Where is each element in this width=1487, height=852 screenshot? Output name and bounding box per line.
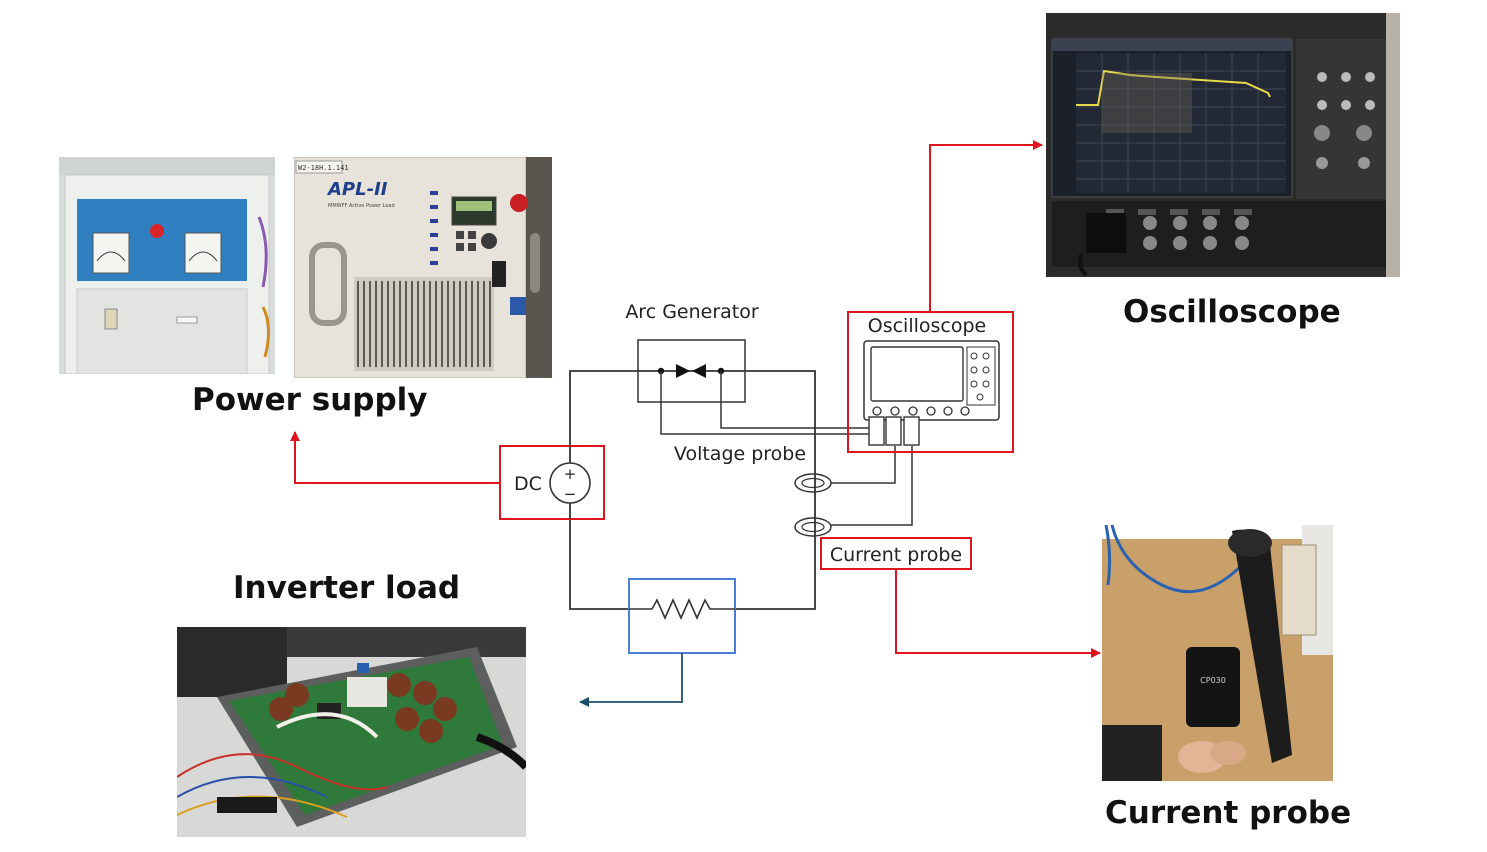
oscilloscope-photo: [1046, 13, 1400, 277]
voltage-probe-label: Voltage probe: [674, 443, 806, 465]
power-supply-caption: Power supply: [192, 382, 428, 418]
voltage-probe-leads: [660, 371, 876, 435]
power-supply-arrow: [290, 431, 500, 484]
oscilloscope-caption: Oscilloscope: [1123, 294, 1341, 330]
arc-generator-label: Arc Generator: [625, 301, 759, 323]
arc-generator-box: [637, 339, 746, 403]
inverter-load-arrow: [579, 653, 683, 707]
power-supply-photo-right: APL-II MMWFF Active Power Load W2-18H.1.…: [294, 157, 552, 378]
oscilloscope-schematic-icon: [863, 340, 1000, 446]
dc-plus-sign: +: [564, 465, 577, 483]
current-probe-leads: [831, 446, 913, 526]
circuit-wires: [569, 370, 816, 610]
current-probe-label-box: [820, 537, 972, 570]
arc-gap-symbol: [657, 364, 725, 378]
resistor-symbol: [629, 598, 735, 620]
apl-brand-text: APL-II: [326, 179, 388, 200]
apl-tag-text: W2-18H.1.141: [298, 164, 349, 172]
apl-subtitle-text: MMWFF Active Power Load: [328, 203, 395, 209]
oscilloscope-diagram-label: Oscilloscope: [868, 315, 986, 337]
dc-minus-sign: −: [564, 485, 577, 503]
oscilloscope-arrow: [929, 140, 1043, 312]
current-probe-ring-2: [794, 517, 832, 537]
power-supply-photo-left: [59, 157, 275, 374]
inverter-load-caption: Inverter load: [233, 570, 461, 606]
current-probe-diagram-label: Current probe: [830, 544, 962, 566]
current-probe-photo: CP030: [1102, 525, 1333, 781]
dc-label: DC: [514, 473, 542, 495]
current-probe-arrow: [895, 569, 1101, 658]
current-probe-ring-1: [794, 473, 832, 493]
probe-model-text: CP030: [1200, 676, 1226, 685]
inverter-load-photo: [177, 627, 526, 837]
current-probe-caption: Current probe: [1105, 795, 1352, 831]
